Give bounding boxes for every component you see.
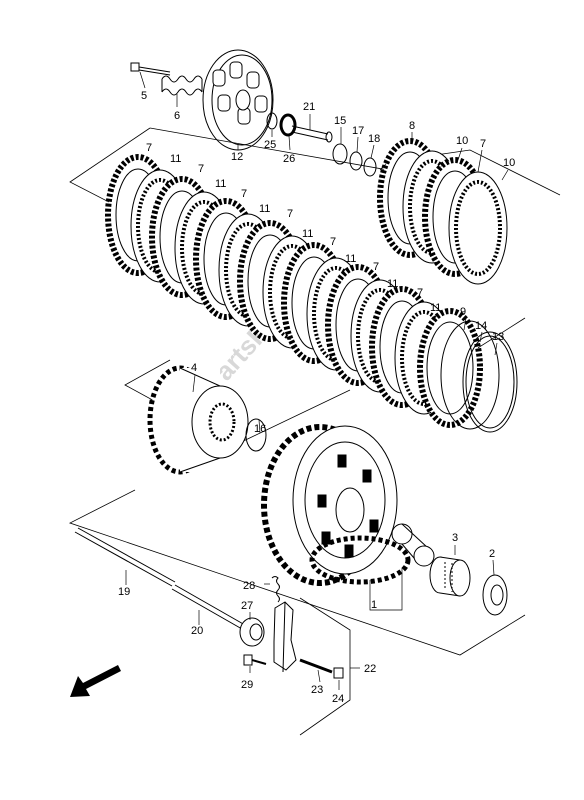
- bearing-26-part: [279, 113, 297, 137]
- label-7-b: 7: [198, 163, 204, 175]
- label-28: 28: [243, 580, 255, 592]
- label-26: 26: [283, 153, 295, 165]
- steel-plate-10-b: [448, 171, 508, 285]
- label-3: 3: [452, 532, 458, 544]
- label-21: 21: [303, 101, 315, 113]
- label-18: 18: [368, 133, 380, 145]
- label-11-c: 11: [259, 203, 270, 215]
- spring-28: [271, 576, 280, 603]
- label-7-d: 7: [287, 208, 293, 220]
- label-6: 6: [174, 110, 180, 122]
- needle-bearing-3: [429, 556, 471, 597]
- label-11-f: 11: [387, 278, 398, 290]
- release-group: [239, 576, 351, 736]
- nut-24: [333, 667, 344, 679]
- washer-17-part: [349, 151, 363, 171]
- label-4: 4: [191, 362, 197, 374]
- upper-right-plate-stack: [377, 138, 561, 285]
- label-24: 24: [332, 693, 344, 705]
- label-7-g: 7: [417, 287, 423, 299]
- label-13: 13: [492, 331, 504, 343]
- oil-seal-27: [239, 617, 265, 647]
- bolt-29: [243, 654, 267, 666]
- label-25: 25: [264, 139, 276, 151]
- label-7-c: 7: [241, 188, 247, 200]
- thrust-washer-2: [482, 574, 508, 616]
- label-7-f: 7: [373, 261, 379, 273]
- label-5: 5: [141, 90, 147, 102]
- label-7-a: 7: [146, 142, 152, 154]
- label-27: 27: [241, 600, 253, 612]
- spring-seat-14: [440, 320, 500, 430]
- push-rod-21-part: [291, 125, 333, 143]
- pressure-plate-12-part: [202, 49, 274, 151]
- part-labels: 5 6 12 25 26 21 15 17 18 8 10 7 10 7 11 …: [118, 90, 515, 705]
- label-11-a: 11: [170, 153, 181, 165]
- thrust-washer-16: [245, 418, 267, 452]
- label-7-e: 7: [330, 236, 336, 248]
- spacer-sleeve: [391, 523, 435, 567]
- label-20: 20: [191, 625, 203, 637]
- clutch-housing-group: [68, 424, 526, 656]
- label-11-g: 11: [430, 302, 441, 314]
- label-29: 29: [241, 679, 253, 691]
- label-17: 17: [352, 125, 364, 137]
- washer-18-part: [363, 157, 377, 177]
- nut-15-part: [332, 143, 348, 165]
- label-2: 2: [489, 548, 495, 560]
- label-22: 22: [364, 663, 376, 675]
- release-lever: [273, 601, 297, 673]
- label-12: 12: [231, 151, 243, 163]
- washer-25-part: [266, 112, 278, 130]
- label-15: 15: [334, 115, 346, 127]
- clutch-plate-stack: [105, 154, 518, 433]
- clutch-housing-1: [261, 424, 411, 586]
- label-11-d: 11: [302, 228, 313, 240]
- circlip-13: [462, 331, 518, 433]
- label-8: 8: [409, 120, 415, 132]
- bolt-5-part: [130, 62, 171, 76]
- label-10-a: 10: [456, 135, 468, 147]
- label-14: 14: [475, 320, 487, 332]
- spring-6-part: [161, 75, 203, 96]
- judder-plate-9: [417, 308, 483, 428]
- front-direction-arrow-icon: [70, 665, 121, 697]
- label-1: 1: [371, 599, 377, 611]
- label-11-e: 11: [345, 253, 356, 265]
- label-11-b: 11: [215, 178, 226, 190]
- sleeve-hub-4: [147, 365, 249, 475]
- label-9: 9: [460, 306, 466, 318]
- pressure-plate-group: [130, 49, 377, 177]
- label-16: 16: [254, 423, 266, 435]
- label-7-h: 7: [480, 138, 486, 150]
- label-10-b: 10: [503, 157, 515, 169]
- leader-lines: [125, 71, 509, 690]
- push-rod-19: [74, 527, 176, 587]
- label-19: 19: [118, 586, 130, 598]
- label-23: 23: [311, 684, 323, 696]
- clutch-hub-group: [124, 359, 351, 475]
- push-rods: [74, 527, 246, 630]
- screw-23: [299, 658, 333, 674]
- push-rod-20: [171, 584, 246, 630]
